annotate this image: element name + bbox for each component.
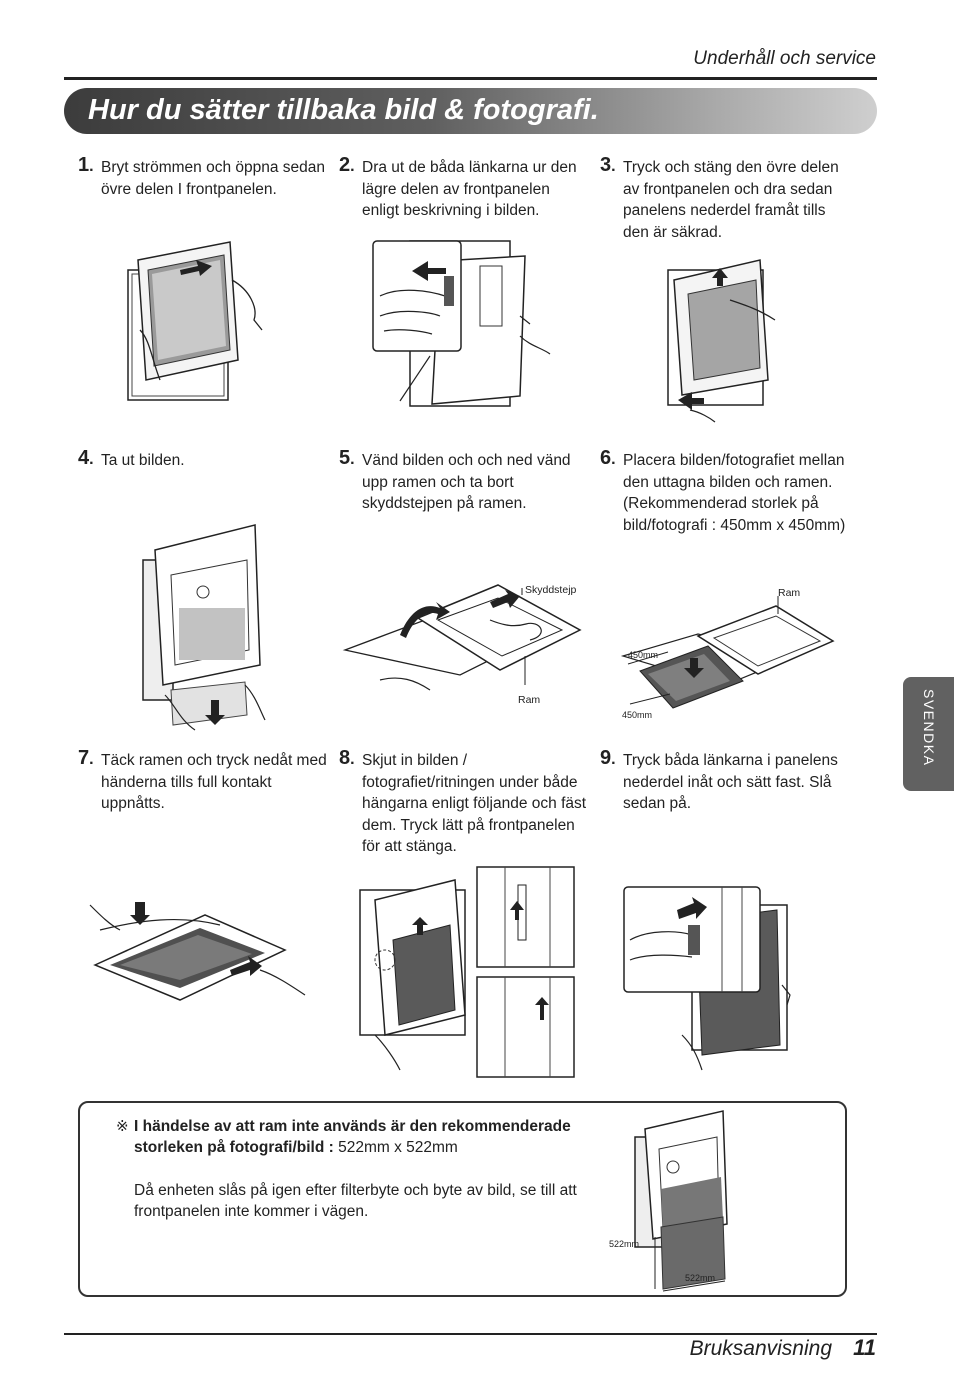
step-text: Tryck båda länkarna i panelens nederdel … [623, 752, 838, 812]
step-2: 2. Dra ut de båda länkarna ur den lägre … [339, 154, 589, 222]
step-text: Placera bilden/fotografiet mellan den ut… [623, 452, 846, 534]
illustration-step-2 [370, 236, 565, 411]
page-number: 11 [853, 1335, 876, 1360]
title-banner: Hur du sätter tillbaka bild & fotografi. [64, 88, 877, 134]
bottom-rule [64, 1333, 877, 1335]
top-rule [64, 77, 877, 80]
note-mark-icon: ※ [116, 1118, 129, 1135]
step-8: 8. Skjut in bilden / fotografiet/ritning… [339, 747, 589, 858]
step-number: 6. [600, 447, 616, 469]
label-450mm-b: 450mm [622, 710, 652, 720]
step-text: Ta ut bilden. [101, 452, 185, 469]
illustration-step-9 [622, 885, 807, 1075]
illustration-step-4 [135, 520, 275, 735]
note-size-value: 522mm x 522mm [333, 1139, 458, 1156]
step-7: 7. Täck ramen och tryck nedåt med händer… [78, 747, 328, 815]
illustration-step-8 [355, 865, 580, 1080]
footer-manual: Bruksanvisning [689, 1337, 832, 1360]
illustration-note: 522mm 522mm [605, 1109, 755, 1294]
step-number: 5. [339, 447, 355, 469]
step-1: 1. Bryt strömmen och öppna sedan övre de… [78, 154, 328, 200]
step-number: 2. [339, 154, 355, 176]
step-number: 7. [78, 747, 94, 769]
step-text: Bryt strömmen och öppna sedan övre delen… [101, 159, 326, 198]
step-text: Täck ramen och tryck nedåt med händerna … [101, 752, 327, 812]
step-number: 4. [78, 447, 94, 469]
step-5: 5. Vänd bilden och och ned vänd upp rame… [339, 447, 589, 515]
label-ram-6: Ram [778, 587, 800, 599]
illustration-step-1 [120, 230, 280, 405]
note-recommendation: I händelse av att ram inte används är de… [134, 1116, 604, 1158]
label-522mm-b: 522mm [685, 1273, 715, 1283]
note-body: Då enheten slås på igen efter filterbyte… [134, 1182, 577, 1220]
illustration-step-3 [660, 250, 785, 425]
step-9: 9. Tryck båda länkarna i panelens nederd… [600, 747, 850, 815]
page-title: Hur du sätter tillbaka bild & fotografi. [88, 94, 599, 126]
step-text: Tryck och stäng den övre delen av frontp… [623, 159, 839, 241]
label-ram: Ram [518, 694, 540, 706]
step-text: Vänd bilden och och ned vänd upp ramen o… [362, 452, 571, 512]
step-number: 9. [600, 747, 616, 769]
label-skyddstejp: Skyddstejp [525, 584, 577, 596]
step-text: Dra ut de båda länkarna ur den lägre del… [362, 159, 577, 219]
step-number: 1. [78, 154, 94, 176]
section-header: Underhåll och service [693, 48, 876, 69]
step-number: 8. [339, 747, 355, 769]
language-tab: SVENDKA [903, 677, 954, 791]
note-bold-text: I händelse av att ram inte används är de… [134, 1118, 571, 1156]
illustration-step-6: Ram 450mm 450mm [618, 586, 843, 721]
step-6: 6. Placera bilden/fotografiet mellan den… [600, 447, 850, 536]
step-number: 3. [600, 154, 616, 176]
step-text: Skjut in bilden / fotografiet/ritningen … [362, 752, 587, 855]
illustration-step-7 [80, 890, 310, 1015]
note-box: ※ I händelse av att ram inte används är … [78, 1101, 847, 1297]
language-tab-label: SVENDKA [921, 689, 937, 767]
illustration-step-5: Skyddstejp Ram [340, 580, 595, 710]
step-3: 3. Tryck och stäng den övre delen av fro… [600, 154, 850, 243]
step-4: 4. Ta ut bilden. [78, 447, 328, 472]
label-522mm-a: 522mm [609, 1239, 639, 1249]
label-450mm-a: 450mm [628, 650, 658, 660]
